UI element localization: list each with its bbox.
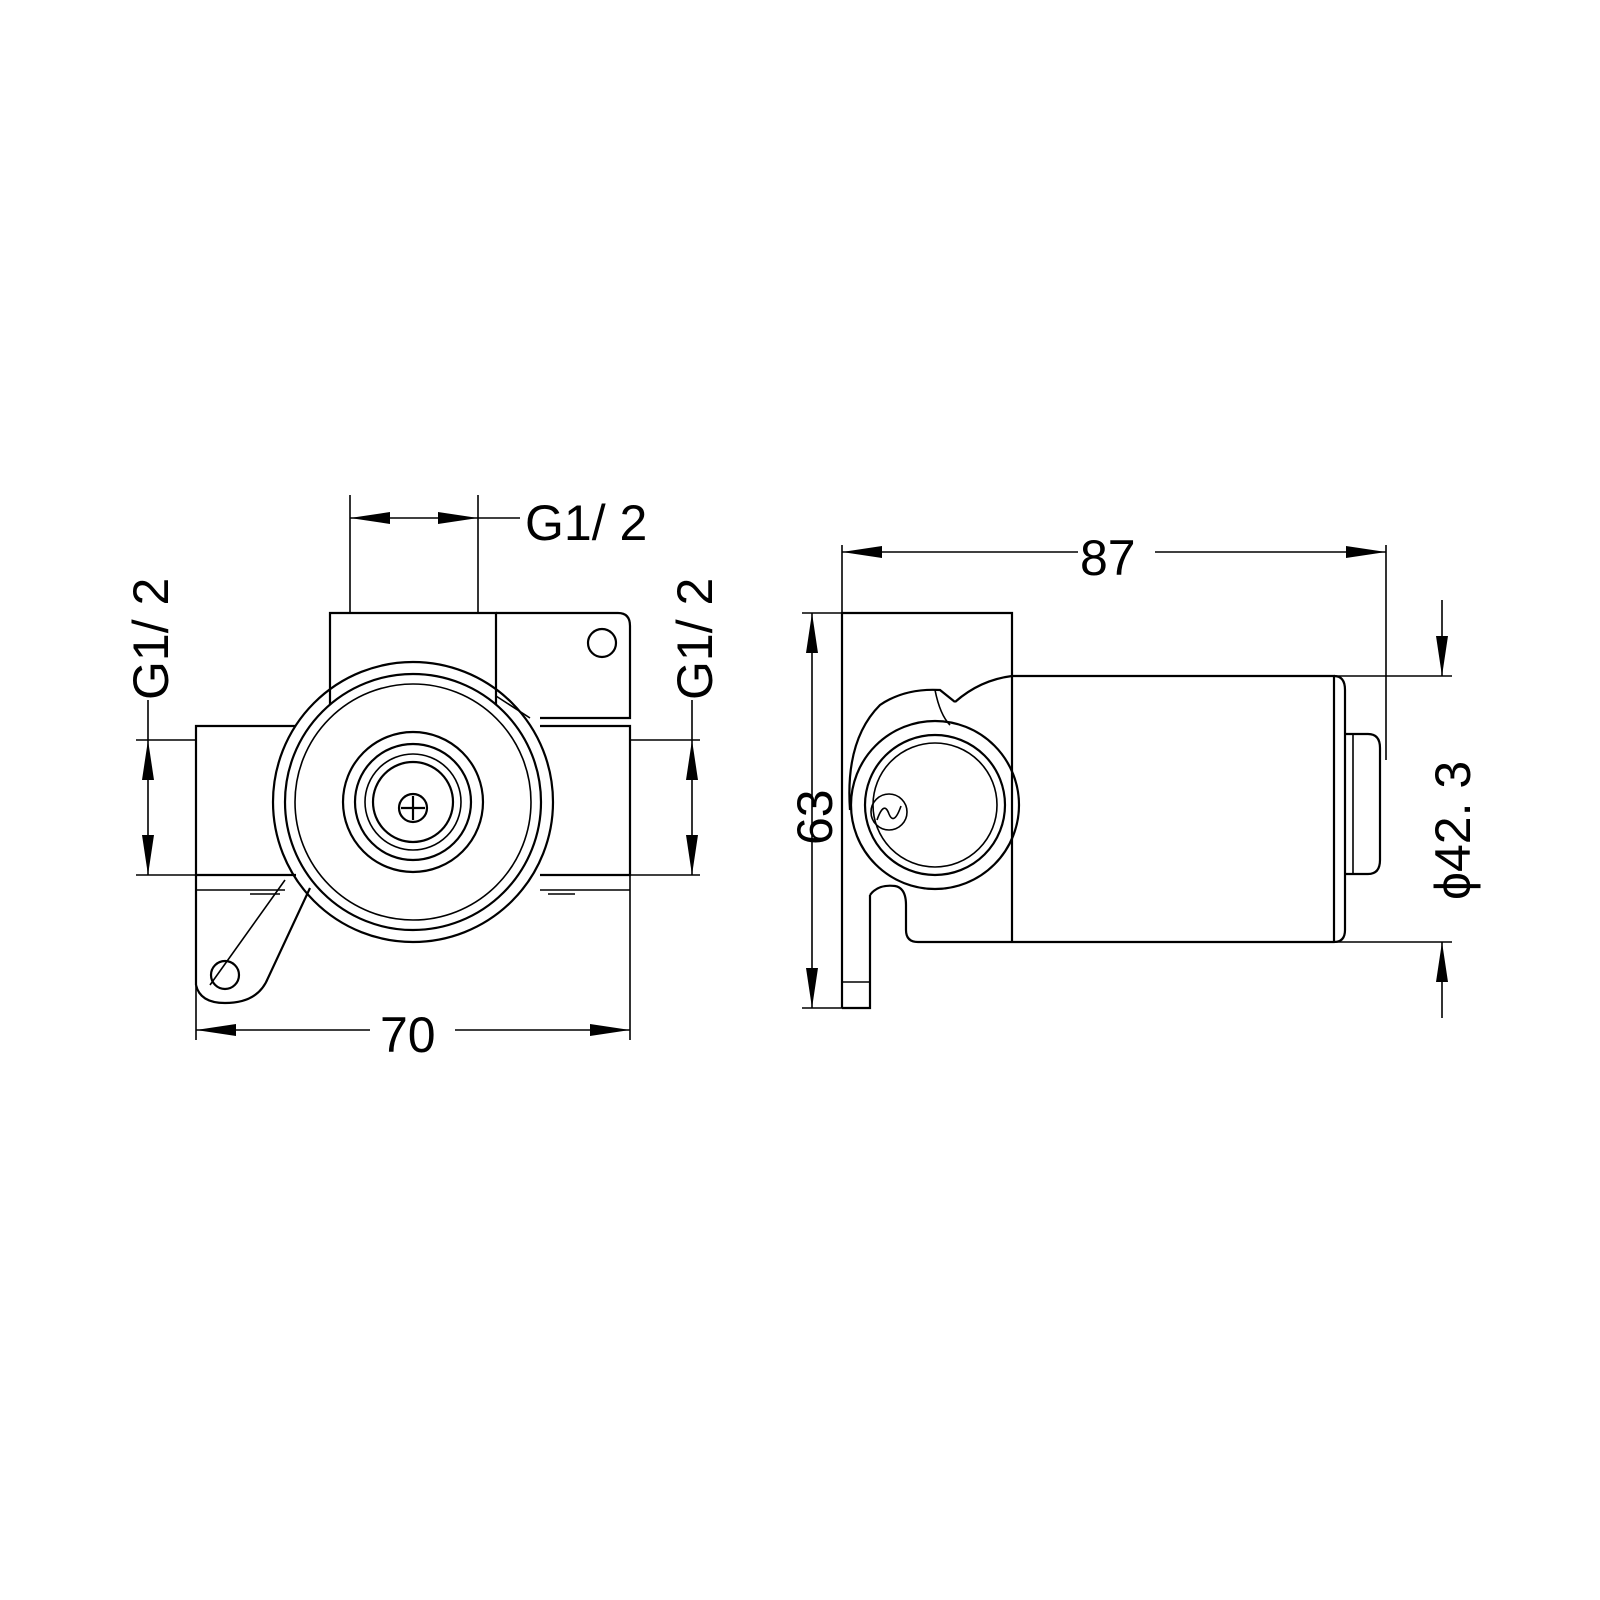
cartridge-ring xyxy=(341,730,485,874)
spindle xyxy=(371,760,455,844)
right-thread-label: G1/ 2 xyxy=(667,578,723,700)
dim-left-thread: G1/ 2 xyxy=(123,578,196,876)
depth-label: 87 xyxy=(1080,530,1136,586)
side-view: 87 63 ϕ42. 3 xyxy=(787,530,1481,1018)
screw-head xyxy=(397,792,429,824)
top-thread-label: G1/ 2 xyxy=(525,495,647,551)
height-label: 63 xyxy=(787,789,843,845)
side-cartridge-outer xyxy=(849,719,1021,891)
dim-diameter: ϕ42. 3 xyxy=(1334,600,1481,1018)
mounting-plate-top xyxy=(496,611,632,720)
dim-right-thread: G1/ 2 xyxy=(630,578,723,876)
side-flange xyxy=(840,611,1014,1008)
dim-height: 63 xyxy=(787,612,843,1009)
dim-depth: 87 xyxy=(841,530,1387,760)
dim-width: 70 xyxy=(195,875,631,1063)
mounting-plate-bottom xyxy=(194,887,311,1005)
mounting-hole-bottom xyxy=(209,959,241,991)
left-thread-label: G1/ 2 xyxy=(123,578,179,700)
right-inlet xyxy=(540,724,632,877)
mounting-hole-top xyxy=(586,627,618,659)
diameter-label: ϕ42. 3 xyxy=(1425,761,1481,900)
dim-top-thread: G1/ 2 xyxy=(349,495,647,613)
temperature-indicator-icon xyxy=(870,793,908,831)
body-outer-ring xyxy=(271,660,555,944)
top-inlet xyxy=(328,611,498,705)
cylinder-body xyxy=(1012,674,1336,942)
front-view: G1/ 2 G1/ 2 G1/ 2 70 xyxy=(123,495,723,1063)
end-cap xyxy=(1345,732,1382,876)
left-inlet xyxy=(194,724,296,877)
width-label: 70 xyxy=(380,1007,436,1063)
